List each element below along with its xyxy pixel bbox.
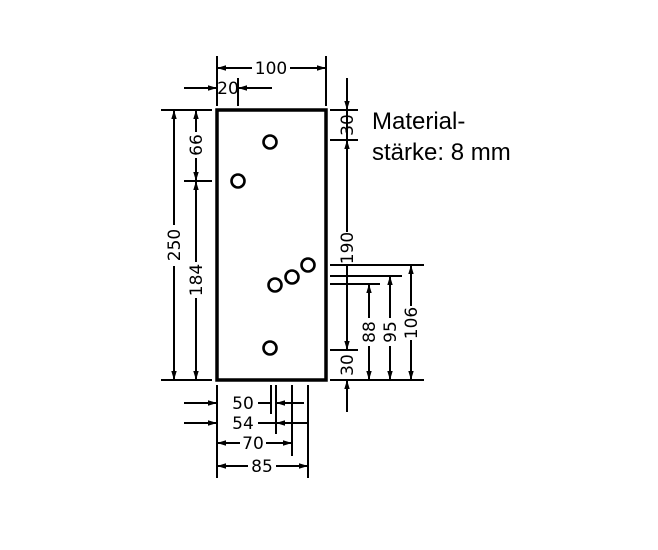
dim-label-85: 85 [251, 457, 273, 477]
dim-label-190: 190 [338, 232, 358, 264]
dim-label-30-top: 30 [338, 114, 358, 136]
dim-label-66: 66 [187, 134, 207, 156]
dim-label-20: 20 [217, 79, 239, 99]
material-thickness-note: Material- stärke: 8 mm [372, 106, 511, 168]
hole [267, 277, 283, 293]
dim-label-54: 54 [232, 414, 254, 434]
hole [300, 257, 316, 273]
dim-label-100: 100 [255, 59, 287, 79]
dim-label-106: 106 [402, 307, 422, 339]
hole [230, 173, 246, 189]
dim-label-30-bottom: 30 [338, 354, 358, 376]
dim-label-250: 250 [165, 229, 185, 261]
dim-label-184: 184 [187, 264, 207, 296]
holes [230, 134, 316, 356]
dim-label-70: 70 [242, 434, 264, 454]
hole [262, 340, 278, 356]
dim-label-88: 88 [360, 321, 380, 343]
note-line-1: Material- [372, 108, 466, 135]
dim-label-95: 95 [381, 321, 401, 343]
hole [262, 134, 278, 150]
hole [284, 269, 300, 285]
dim-label-50: 50 [232, 394, 254, 414]
note-line-2: stärke: 8 mm [372, 139, 511, 166]
plate-outline [215, 108, 328, 382]
